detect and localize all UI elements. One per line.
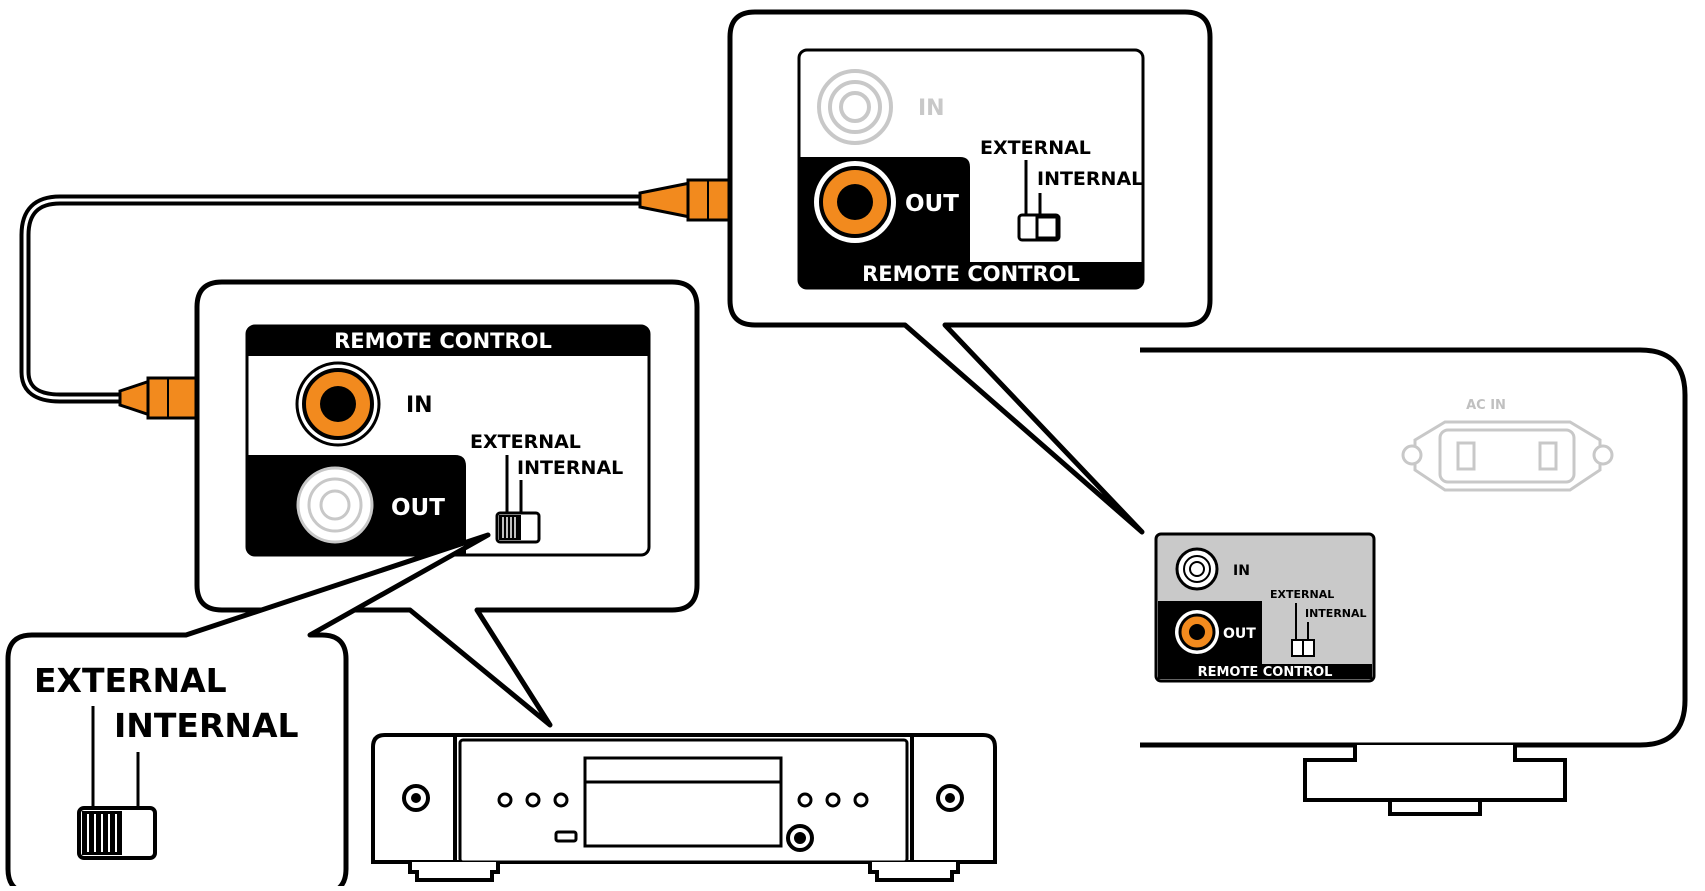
front-button	[497, 792, 513, 808]
small-bar-label: REMOTE CONTROL	[1198, 665, 1333, 680]
rear-remote-control-plate: IN OUT EXTERNAL INTERNAL REMOTE CONTROL	[1154, 532, 1376, 683]
front-button	[853, 792, 869, 808]
callout-switch	[5, 532, 491, 891]
small-out-label: OUT	[1223, 626, 1256, 642]
left-external-label: EXTERNAL	[470, 431, 581, 453]
left-zoom-panel: REMOTE CONTROL IN OUT EXTERNAL INTERNAL	[245, 324, 651, 557]
right-in-label: IN	[918, 96, 945, 121]
small-out-jack	[1189, 624, 1205, 640]
switch-zoom-panel: EXTERNAL INTERNAL	[34, 661, 299, 860]
right-internal-label: INTERNAL	[1037, 168, 1143, 190]
front-button	[553, 792, 569, 808]
small-in-label: IN	[1233, 563, 1250, 579]
small-external-label: EXTERNAL	[1270, 588, 1334, 601]
disc-tray	[583, 756, 783, 784]
zoom-external-label: EXTERNAL	[34, 661, 227, 700]
zoom-internal-label: INTERNAL	[114, 706, 299, 745]
ac-in-label: AC IN	[1466, 398, 1506, 413]
front-button	[825, 792, 841, 808]
front-button	[525, 792, 541, 808]
small-internal-label: INTERNAL	[1305, 607, 1367, 620]
left-bar-label: REMOTE CONTROL	[334, 329, 552, 353]
right-zoom-panel: IN OUT EXTERNAL INTERNAL REMOTE CONTROL	[797, 48, 1145, 290]
left-out-label: OUT	[391, 495, 445, 521]
cd-player-front	[371, 733, 997, 882]
left-internal-label: INTERNAL	[517, 457, 623, 479]
rca-cable	[19, 194, 640, 404]
usb-port	[554, 830, 578, 843]
front-button	[797, 792, 813, 808]
right-out-label: OUT	[905, 191, 959, 217]
right-bar-label: REMOTE CONTROL	[862, 262, 1080, 286]
right-external-label: EXTERNAL	[980, 137, 1091, 159]
display-window	[583, 780, 783, 848]
ac-in-socket: AC IN	[1401, 398, 1614, 492]
left-in-label: IN	[406, 393, 433, 418]
